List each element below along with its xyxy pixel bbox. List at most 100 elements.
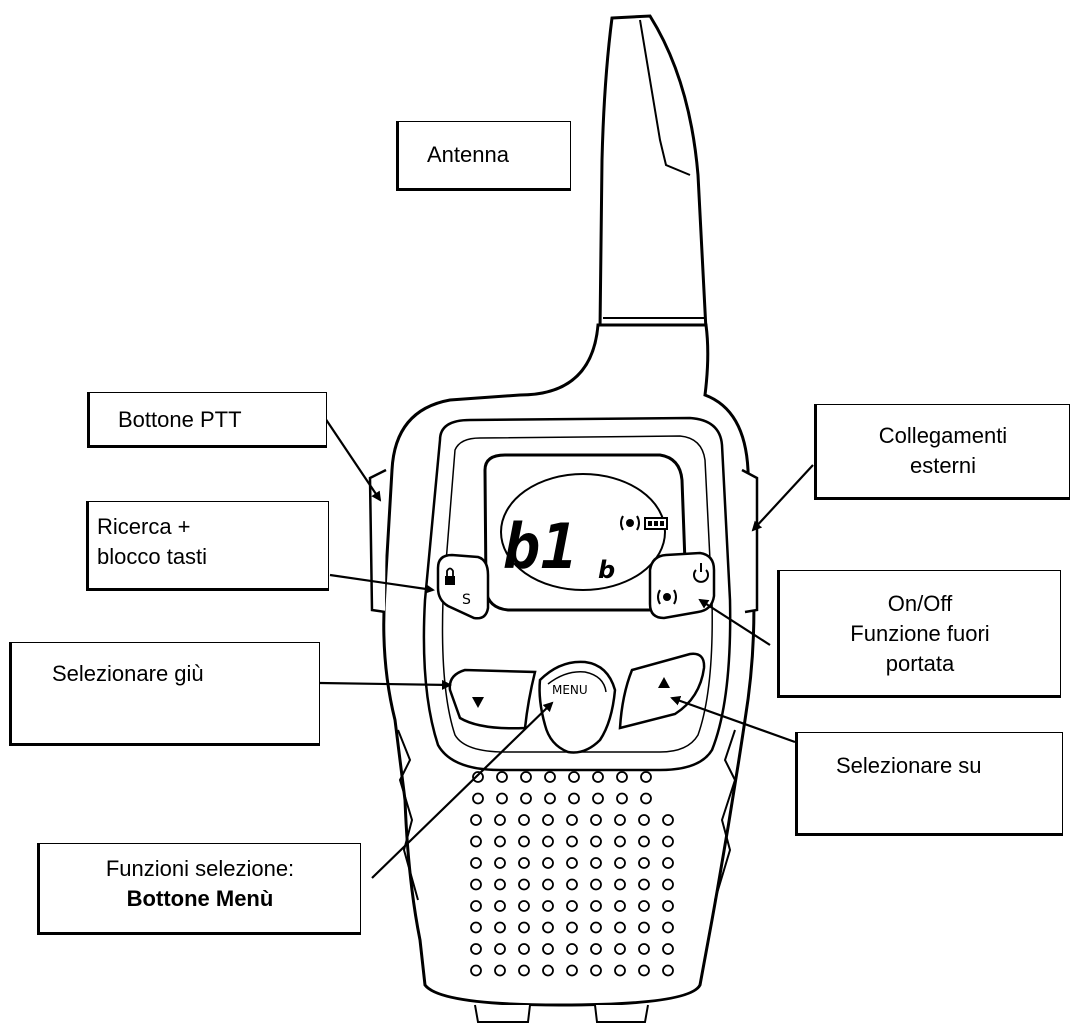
speaker-hole (662, 921, 674, 934)
speaker-hole (662, 943, 674, 955)
power-icon (693, 563, 709, 583)
speaker-hole (518, 921, 530, 934)
speaker-hole (518, 900, 530, 912)
speaker-hole (472, 792, 484, 805)
speaker-hole (566, 964, 578, 977)
speaker-hole (592, 792, 604, 805)
speaker-hole (638, 814, 650, 826)
speaker-hole (494, 964, 506, 977)
down-arrow-icon (472, 697, 484, 708)
speaker-hole (590, 921, 602, 934)
speaker-hole (614, 835, 626, 848)
speaker-hole (518, 943, 530, 955)
speaker-hole (470, 900, 482, 912)
speaker-hole (566, 921, 578, 934)
menu-button-label: MENU (552, 683, 588, 697)
speaker-hole (542, 878, 554, 891)
label-ptt-text: Bottone PTT (118, 407, 242, 432)
label-search-lock-line1: Ricerca + (97, 514, 191, 539)
battery-icon (644, 517, 668, 530)
speaker-hole (662, 964, 674, 977)
label-onoff-line2: Funzione fuori (850, 621, 990, 646)
speaker-hole (496, 792, 508, 805)
label-select-down-text: Selezionare giù (52, 661, 204, 686)
speaker-hole (614, 964, 626, 977)
speaker-hole (542, 900, 554, 912)
speaker-hole (638, 878, 650, 891)
up-button[interactable] (618, 652, 706, 730)
menu-button[interactable]: MENU (538, 660, 617, 754)
speaker-hole (614, 878, 626, 891)
speaker-hole (520, 792, 532, 805)
speaker-hole (544, 792, 556, 805)
speaker-hole (520, 771, 532, 783)
speaker-hole (568, 792, 580, 805)
label-search-lock-line2: blocco tasti (97, 544, 208, 569)
speaker-hole (638, 921, 650, 934)
speaker-hole (638, 964, 650, 977)
label-menu-button: Funzioni selezione: Bottone Menù (37, 843, 361, 935)
speaker-hole (640, 792, 652, 805)
label-antenna-text: Antenna (427, 142, 509, 167)
speaker-hole (470, 964, 482, 977)
speaker-hole (566, 900, 578, 912)
display-sub: b (598, 556, 615, 584)
speaker-hole (518, 814, 530, 826)
speaker-hole (566, 814, 578, 826)
speaker-hole (568, 771, 580, 783)
speaker-hole (494, 857, 506, 869)
speaker-hole (614, 814, 626, 826)
speaker-hole (542, 943, 554, 955)
speaker-hole (566, 878, 578, 891)
speaker-hole (470, 878, 482, 891)
speaker-hole (518, 964, 530, 977)
speaker-hole (542, 921, 554, 934)
speaker-hole (590, 900, 602, 912)
speaker-hole (638, 857, 650, 869)
signal-icon (620, 515, 640, 531)
speaker-hole (614, 900, 626, 912)
speaker-hole (470, 857, 482, 869)
speaker-hole (662, 835, 674, 848)
speaker-hole (614, 943, 626, 955)
speaker-hole (592, 771, 604, 783)
label-external-connections: Collegamenti esterni (814, 404, 1070, 500)
speaker-hole (662, 857, 674, 869)
speaker-hole (638, 900, 650, 912)
speaker-hole (542, 814, 554, 826)
power-button[interactable] (648, 551, 716, 620)
lcd-display: b1 b (483, 453, 688, 612)
label-onoff: On/Off Funzione fuori portata (777, 570, 1061, 698)
speaker-hole (616, 771, 628, 783)
down-button[interactable] (448, 668, 537, 730)
speaker-hole (614, 857, 626, 869)
leader-lines (319, 417, 814, 879)
speaker-hole (494, 943, 506, 955)
speaker-hole (544, 771, 556, 783)
speaker-hole (638, 943, 650, 955)
speaker-hole (566, 943, 578, 955)
speaker-hole (590, 943, 602, 955)
speaker-hole (542, 857, 554, 869)
label-menu-line1: Funzioni selezione: (105, 856, 295, 881)
display-channel: b1 (503, 510, 578, 583)
speaker-hole (494, 878, 506, 891)
scan-lock-button[interactable]: S (436, 553, 490, 620)
label-menu-line2: Bottone Menù (126, 886, 274, 911)
speaker-hole (590, 857, 602, 869)
label-ptt-button: Bottone PTT (87, 392, 327, 448)
speaker-hole (616, 792, 628, 805)
speaker-hole (494, 900, 506, 912)
speaker-hole (614, 921, 626, 934)
label-select-up: Selezionare su (795, 732, 1063, 836)
speaker-hole (518, 835, 530, 848)
speaker-hole (470, 921, 482, 934)
speaker-hole (662, 814, 674, 826)
lock-icon (445, 567, 455, 585)
speaker-hole (494, 814, 506, 826)
up-arrow-icon (658, 677, 670, 688)
speaker-hole (638, 835, 650, 848)
speaker-hole (590, 814, 602, 826)
speaker-hole (566, 857, 578, 869)
